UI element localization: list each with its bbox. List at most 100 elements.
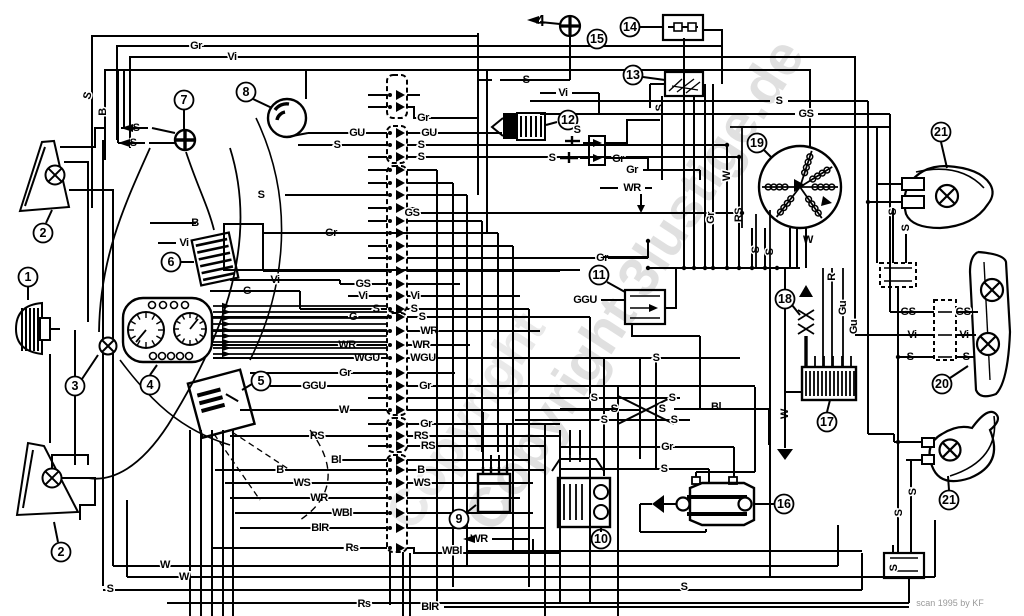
svg-text:GS: GS: [356, 278, 371, 290]
svg-text:WR: WR: [623, 182, 641, 194]
svg-text:Vi: Vi: [410, 290, 420, 302]
svg-text:16: 16: [777, 497, 791, 511]
svg-text:4: 4: [147, 378, 154, 392]
svg-text:Vi: Vi: [179, 237, 189, 249]
svg-text:scan 1995 by KF: scan 1995 by KF: [916, 598, 984, 608]
svg-text:S: S: [419, 311, 426, 323]
svg-text:1: 1: [25, 270, 32, 284]
svg-text:R: R: [826, 273, 838, 281]
svg-text:Gu: Gu: [837, 301, 849, 315]
svg-text:GS: GS: [799, 108, 814, 120]
svg-text:17: 17: [820, 415, 834, 429]
svg-text:21: 21: [934, 125, 948, 139]
svg-text:S: S: [659, 403, 666, 415]
svg-text:7: 7: [181, 93, 188, 107]
svg-text:W: W: [721, 170, 733, 181]
svg-text:Rs: Rs: [344, 542, 357, 554]
svg-text:S: S: [653, 352, 660, 364]
svg-text:S: S: [654, 104, 666, 111]
svg-text:Vi: Vi: [227, 51, 237, 63]
svg-text:S: S: [574, 124, 581, 136]
svg-text:G: G: [349, 311, 357, 323]
svg-text:B: B: [97, 108, 109, 116]
svg-text:S: S: [418, 139, 425, 151]
svg-text:RS: RS: [421, 440, 435, 452]
svg-text:WGU: WGU: [410, 352, 436, 364]
svg-text:BlR: BlR: [311, 522, 329, 534]
svg-text:10: 10: [594, 532, 608, 546]
svg-text:S: S: [661, 463, 668, 475]
svg-text:GGU: GGU: [573, 294, 597, 306]
svg-text:RS: RS: [310, 430, 324, 442]
svg-text:WS: WS: [294, 477, 311, 489]
svg-text:Gr: Gr: [626, 164, 639, 176]
svg-text:S: S: [669, 392, 676, 404]
svg-text:S: S: [671, 414, 678, 426]
svg-text:B: B: [276, 464, 284, 476]
svg-text:S: S: [893, 509, 905, 516]
svg-text:Gr: Gr: [705, 211, 717, 224]
svg-text:WBl: WBl: [332, 507, 352, 519]
svg-text:GGU: GGU: [302, 380, 326, 392]
svg-text:Gr: Gr: [420, 418, 433, 430]
svg-text:Gr: Gr: [339, 367, 352, 379]
svg-text:Gr: Gr: [596, 252, 609, 264]
svg-text:Gr: Gr: [417, 112, 430, 124]
svg-text:Rs: Rs: [345, 542, 358, 554]
svg-text:W: W: [339, 404, 350, 416]
svg-text:WR: WR: [420, 325, 438, 337]
svg-text:3: 3: [72, 379, 79, 393]
svg-text:S: S: [411, 303, 418, 315]
svg-text:W: W: [160, 559, 171, 571]
svg-text:Gr: Gr: [190, 40, 203, 52]
svg-text:6: 6: [168, 255, 175, 269]
svg-text:21: 21: [942, 493, 956, 507]
svg-text:12: 12: [561, 113, 575, 127]
svg-text:9: 9: [456, 512, 463, 526]
svg-text:Gr: Gr: [419, 380, 432, 392]
svg-text:RS: RS: [414, 430, 428, 442]
svg-text:S: S: [373, 303, 380, 315]
svg-text:20: 20: [935, 377, 949, 391]
svg-text:WR: WR: [412, 339, 430, 351]
svg-text:S: S: [549, 152, 556, 164]
svg-text:WBl: WBl: [442, 545, 462, 557]
svg-text:RS: RS: [733, 208, 745, 222]
svg-text:W: W: [179, 571, 190, 583]
svg-text:S: S: [107, 583, 114, 595]
svg-text:2: 2: [40, 226, 47, 240]
svg-text:S: S: [591, 392, 598, 404]
svg-text:S: S: [907, 488, 919, 495]
svg-text:S: S: [258, 189, 265, 201]
svg-text:Rs: Rs: [357, 598, 370, 610]
svg-text:5: 5: [258, 374, 265, 388]
svg-text:Vi: Vi: [558, 87, 568, 99]
svg-text:WR: WR: [310, 492, 328, 504]
svg-text:GU: GU: [421, 127, 437, 139]
svg-text:2: 2: [58, 545, 65, 559]
svg-text:11: 11: [592, 268, 605, 282]
svg-text:18: 18: [778, 292, 792, 306]
svg-text:BlR: BlR: [421, 601, 439, 613]
svg-text:WR: WR: [338, 339, 356, 351]
svg-text:WS: WS: [414, 477, 431, 489]
svg-text:B: B: [417, 464, 425, 476]
svg-text:S: S: [681, 581, 688, 593]
svg-text:Gu: Gu: [848, 320, 860, 334]
svg-text:S: S: [418, 151, 425, 163]
svg-text:13: 13: [626, 68, 640, 82]
svg-text:S: S: [900, 224, 912, 231]
svg-text:GU: GU: [349, 127, 365, 139]
svg-text:S: S: [776, 95, 783, 107]
svg-text:Gr: Gr: [661, 441, 674, 453]
svg-text:S: S: [334, 139, 341, 151]
svg-text:14: 14: [623, 20, 637, 34]
svg-text:Vi: Vi: [358, 290, 368, 302]
svg-text:15: 15: [590, 32, 604, 46]
svg-text:S: S: [888, 564, 900, 571]
svg-text:Bl: Bl: [331, 454, 341, 466]
svg-text:W: W: [803, 234, 814, 246]
svg-text:GS: GS: [405, 207, 420, 219]
svg-text:19: 19: [750, 136, 764, 150]
svg-text:Bl: Bl: [711, 401, 721, 413]
